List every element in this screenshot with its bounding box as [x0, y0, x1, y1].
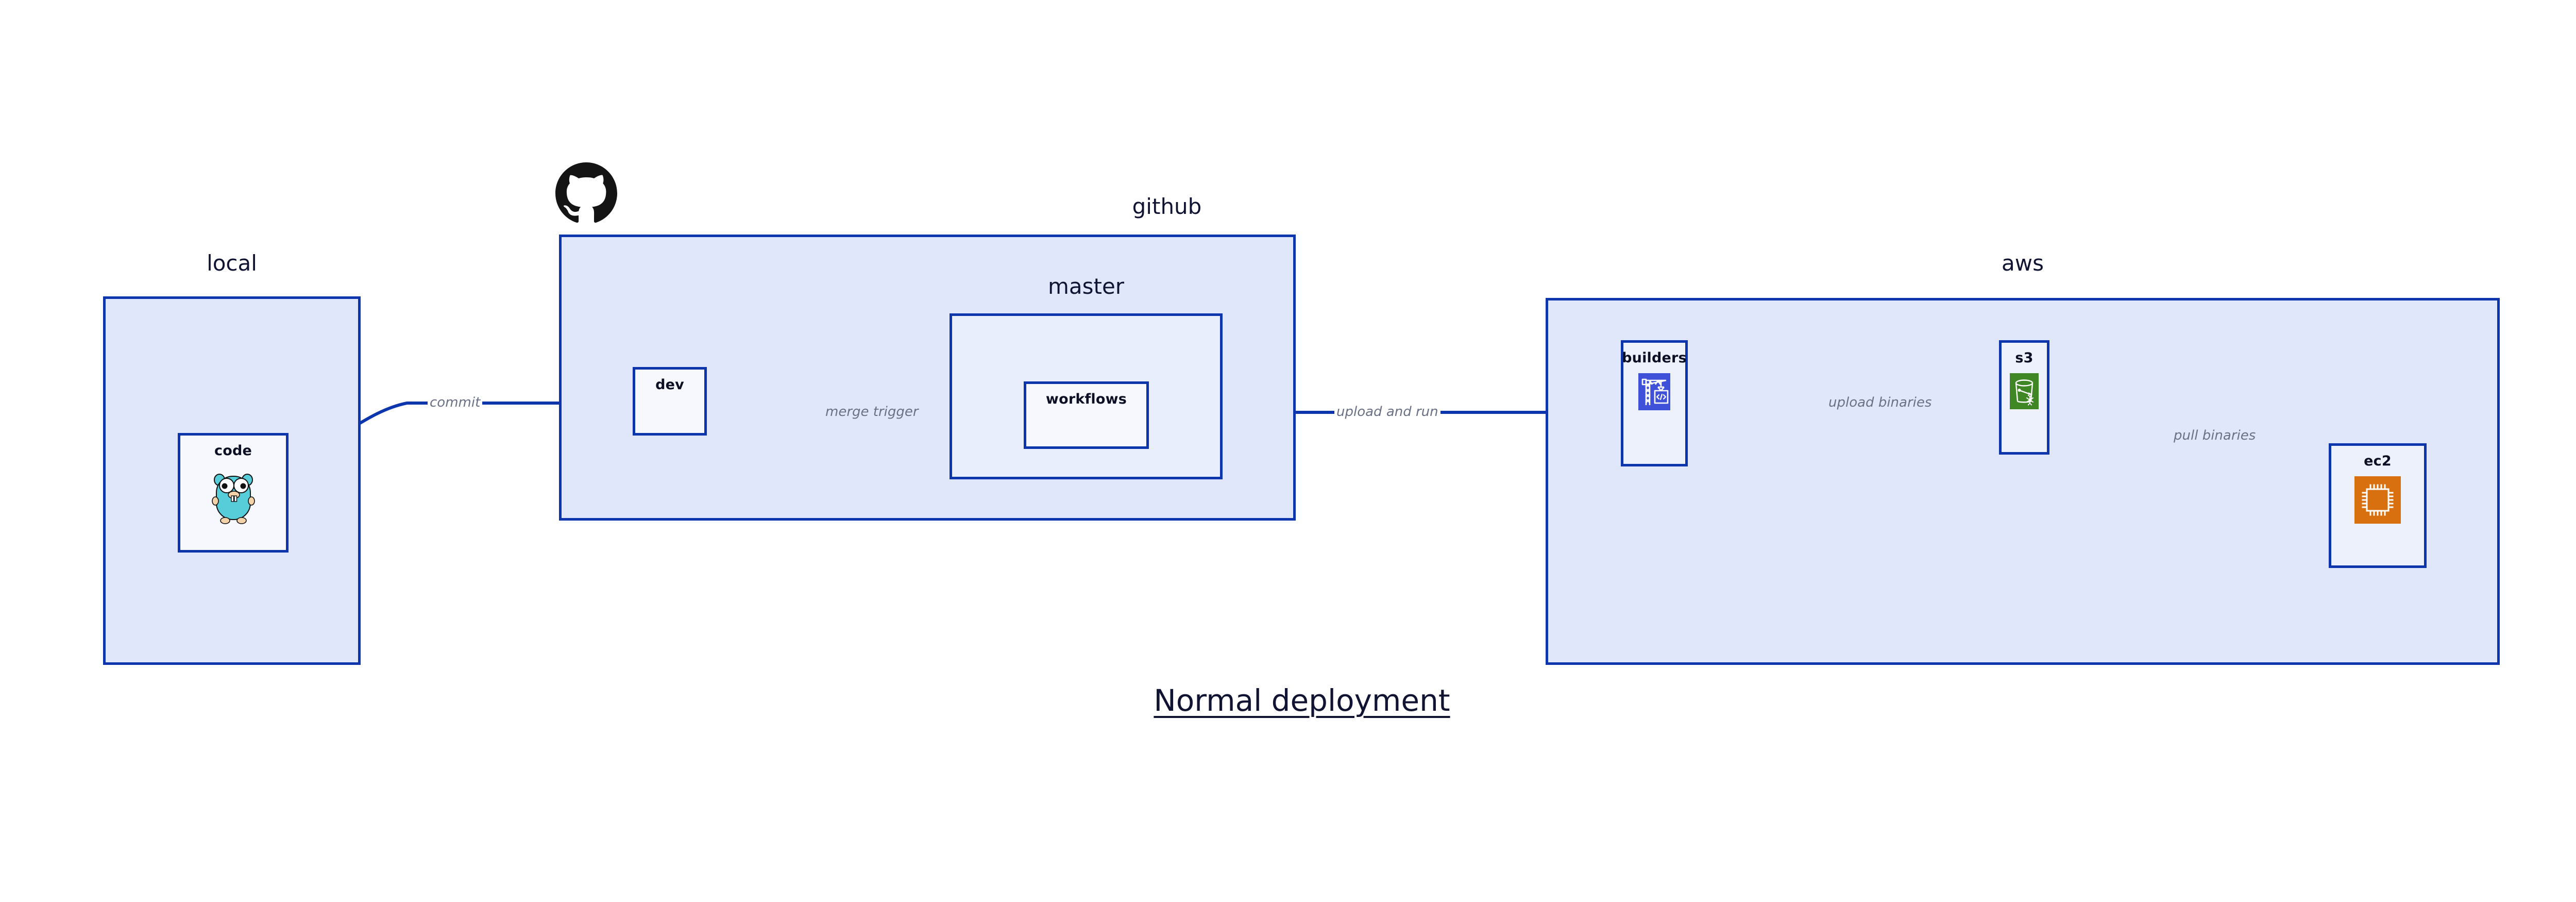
- node-code[interactable]: code: [178, 433, 289, 553]
- edge-label-merge-trigger: merge trigger: [823, 405, 921, 419]
- page-title: Normal deployment: [0, 686, 2576, 715]
- group-label-local: local: [207, 250, 257, 276]
- edge-label-pull-binaries: pull binaries: [2172, 429, 2258, 442]
- node-ec2[interactable]: ec2: [2329, 443, 2427, 568]
- node-label-builders: builders: [1622, 350, 1687, 366]
- node-workflows[interactable]: workflows: [1024, 381, 1149, 449]
- group-label-aws: aws: [2002, 250, 2044, 276]
- aws-s3-bucket-icon: [2010, 373, 2039, 411]
- aws-builders-crane-icon: [1638, 373, 1670, 412]
- page-title-text: Normal deployment: [1154, 683, 1450, 718]
- edge-label-commit: commit: [428, 396, 483, 409]
- github-octocat-logo: [555, 162, 617, 226]
- aws-ec2-chip-icon: [2354, 476, 2401, 526]
- node-dev[interactable]: dev: [633, 367, 707, 436]
- node-builders[interactable]: builders: [1621, 340, 1688, 466]
- group-label-github: github: [1132, 194, 1202, 219]
- node-label-dev: dev: [655, 377, 684, 393]
- node-label-s3: s3: [2015, 350, 2033, 366]
- edge-label-upload-binaries: upload binaries: [1826, 396, 1934, 409]
- node-label-workflows: workflows: [1045, 391, 1127, 407]
- node-label-ec2: ec2: [2364, 453, 2392, 469]
- group-label-master: master: [1047, 274, 1125, 299]
- node-s3[interactable]: s3: [1999, 340, 2049, 455]
- go-gopher-icon: [209, 466, 258, 528]
- node-label-code: code: [214, 443, 252, 459]
- edge-label-upload-and-run: upload and run: [1334, 405, 1440, 419]
